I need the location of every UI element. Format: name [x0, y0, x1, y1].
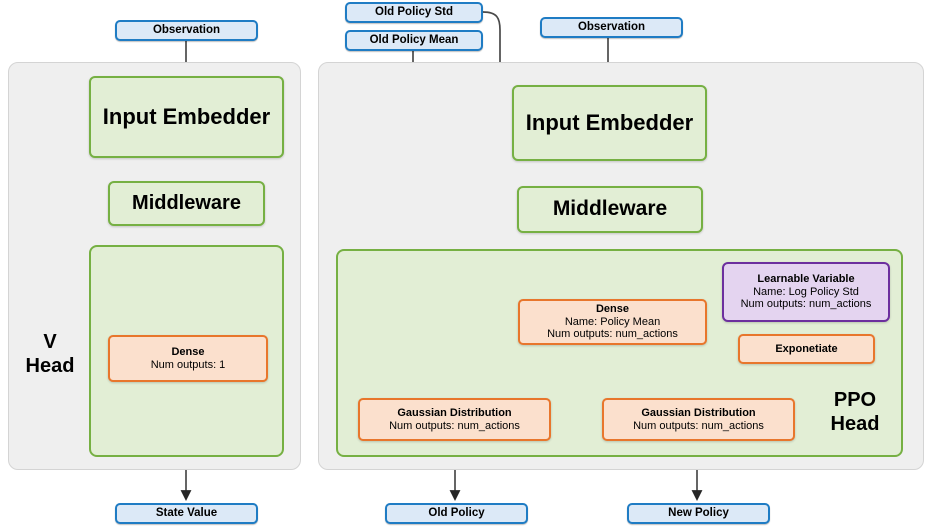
- exponetiate-title: Exponetiate: [775, 342, 838, 355]
- old-policy-std-input[interactable]: Old Policy Std: [345, 2, 483, 23]
- ppo-head-input-embedder[interactable]: Input Embedder: [512, 85, 707, 161]
- ppo-dense-sub1: Name: Policy Mean: [564, 315, 661, 328]
- ppo-head-title: PPO Head: [812, 388, 898, 437]
- new-policy-output[interactable]: New Policy: [627, 503, 770, 524]
- ppo-head-title-line1: PPO: [833, 389, 877, 411]
- learnable-variable-sub2: Num outputs: num_actions: [740, 298, 872, 311]
- v-head-title-line1: V: [43, 331, 57, 353]
- v-head-state-value-output[interactable]: State Value: [115, 503, 258, 524]
- gaussian-old-sub1: Num outputs: num_actions: [389, 419, 520, 432]
- v-head-dense-title: Dense: [171, 345, 205, 358]
- ppo-head-dense-policy-mean[interactable]: Dense Name: Policy Mean Num outputs: num…: [518, 299, 707, 345]
- v-head-title: V Head: [14, 330, 86, 379]
- v-head-title-line2: Head: [25, 355, 75, 378]
- v-head-dense-sub1: Num outputs: 1: [150, 358, 226, 371]
- gaussian-distribution-old-policy[interactable]: Gaussian Distribution Num outputs: num_a…: [358, 398, 551, 441]
- ppo-head-title-line2: Head: [830, 413, 880, 436]
- v-head-input-embedder[interactable]: Input Embedder: [89, 76, 284, 158]
- learnable-variable-log-policy-std[interactable]: Learnable Variable Name: Log Policy Std …: [722, 262, 890, 322]
- v-head-middleware[interactable]: Middleware: [108, 181, 265, 226]
- exponetiate-node[interactable]: Exponetiate: [738, 334, 875, 364]
- gaussian-old-title: Gaussian Distribution: [397, 406, 512, 419]
- old-policy-output[interactable]: Old Policy: [385, 503, 528, 524]
- gaussian-new-title: Gaussian Distribution: [641, 406, 756, 419]
- ppo-dense-title: Dense: [595, 302, 630, 315]
- learnable-variable-sub1: Name: Log Policy Std: [753, 285, 859, 298]
- learnable-variable-title: Learnable Variable: [757, 272, 855, 285]
- v-head-dense[interactable]: Dense Num outputs: 1: [108, 335, 268, 382]
- gaussian-distribution-new-policy[interactable]: Gaussian Distribution Num outputs: num_a…: [602, 398, 795, 441]
- gaussian-new-sub1: Num outputs: num_actions: [633, 419, 764, 432]
- v-head-observation-input[interactable]: Observation: [115, 20, 258, 41]
- old-policy-mean-input[interactable]: Old Policy Mean: [345, 30, 483, 51]
- ppo-dense-sub2: Num outputs: num_actions: [547, 328, 678, 341]
- ppo-head-middleware[interactable]: Middleware: [517, 186, 703, 233]
- ppo-head-observation-input[interactable]: Observation: [540, 17, 683, 38]
